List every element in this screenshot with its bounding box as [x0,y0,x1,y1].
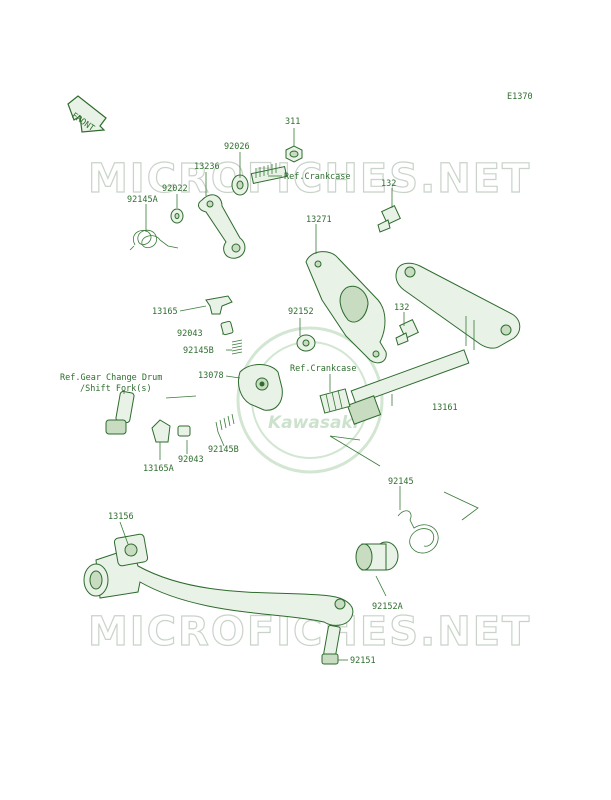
label-132-top: 132 [381,179,396,189]
part-lever-13236 [198,194,246,259]
part-spring-92145B-top [231,339,243,355]
label-92145B-bottom: 92145B [208,445,239,455]
label-132-mid: 132 [394,303,409,313]
label-13271: 13271 [306,215,332,225]
part-pin-gear-change-drum [105,390,135,435]
part-bolt-132-mid [395,319,419,346]
part-pedal-13156 [83,533,354,626]
part-spring-92145A [129,229,179,251]
leader-lines [119,128,479,661]
label-13236: 13236 [194,162,220,172]
watermark-top: MICROFICHES.NET [87,155,531,202]
part-collar-92152A [355,541,399,571]
logo-ring [236,326,384,474]
kawasaki-logo-watermark: Kawasaki [236,326,384,474]
part-plate-13271 [305,251,387,364]
part-bolt-92026 [250,163,288,185]
label-ref-crankcase-top: Ref.Crankcase [284,172,351,182]
label-311: 311 [285,117,300,127]
part-pin-92043-bottom [177,425,191,437]
part-pin-92043-top [220,320,234,336]
label-92022: 92022 [162,184,188,194]
part-bolt-92151 [321,625,341,665]
label-ref-crankcase-mid: Ref.Crankcase [290,364,357,374]
label-92152A: 92152A [372,602,403,612]
label-13156: 13156 [108,512,134,522]
label-ref-gear-change-line2: /Shift Fork(s) [80,384,152,394]
part-bolt-132-top [377,205,401,233]
label-13161: 13161 [432,403,458,413]
label-13165A: 13165A [143,464,174,474]
part-shaft-13161 [346,262,521,425]
part-spring-92145B-bottom [215,413,235,433]
part-washer-92022 [170,208,184,224]
label-92145: 92145 [388,477,414,487]
front-arrow-icon: FRONT [67,95,107,134]
label-92151: 92151 [350,656,376,666]
label-92043-top: 92043 [177,329,203,339]
part-washer-92026 [231,174,249,196]
part-spring-92145 [397,510,439,554]
diagram-code: E1370 [507,92,533,102]
label-13165: 13165 [152,307,178,317]
label-ref-gear-change-line1: Ref.Gear Change Drum [60,373,162,383]
part-arm-13078 [237,364,283,411]
label-13078: 13078 [198,371,224,381]
label-92145A: 92145A [127,195,158,205]
label-92152: 92152 [288,307,314,317]
logo-text: Kawasaki [268,413,360,433]
part-pin-crankcase-mid [319,388,351,414]
part-washer-92152 [296,334,316,352]
label-92043-bottom: 92043 [178,455,204,465]
part-pawl-13165 [205,295,233,315]
part-nut-311 [285,145,303,163]
part-pawl-13165A [151,419,171,443]
label-92026: 92026 [224,142,250,152]
watermark-text-top: MICROFICHES.NET [88,156,531,202]
label-92145B-top: 92145B [183,346,214,356]
